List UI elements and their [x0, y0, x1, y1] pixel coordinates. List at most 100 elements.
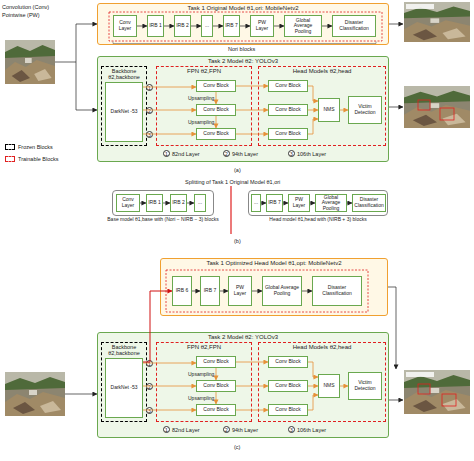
layer-block: Conv Block — [196, 128, 236, 140]
flow-arrow — [236, 134, 268, 135]
legend-text: Frozen Blocks — [18, 144, 53, 150]
block-label: Conv Block — [202, 107, 229, 113]
block-label: Victim Detection — [349, 380, 381, 391]
block-label: Conv Block — [274, 407, 301, 413]
flow-arrow — [187, 203, 194, 204]
flow-arrow — [308, 86, 318, 101]
flow-arrow — [347, 203, 352, 204]
flow-arrow — [143, 110, 196, 111]
annotation-text: (b) — [234, 238, 241, 244]
callout-number: 1 — [163, 426, 170, 433]
flow-arrow — [216, 392, 217, 404]
flow-arrow — [310, 203, 315, 204]
flow-arrow — [213, 26, 223, 27]
detection-box — [418, 384, 430, 394]
callout-number: 1 — [146, 84, 153, 91]
flow-arrow — [240, 26, 250, 27]
layer-block: ... — [194, 194, 206, 212]
block-label: Conv Block — [274, 359, 301, 365]
block-label: PW Layer — [251, 20, 273, 31]
layer-block: Conv Block — [268, 356, 308, 368]
flow-arrow — [340, 386, 348, 387]
split-line — [230, 186, 231, 234]
layer-block: Global Average Pooling — [284, 15, 322, 37]
block-label: IRB 1 — [148, 23, 163, 29]
layer-block: Disaster Classification — [332, 15, 376, 37]
legend-swatch — [5, 144, 15, 150]
annotation-text: Nori blocks — [228, 46, 255, 52]
layer-block: Conv Layer — [116, 194, 140, 212]
layer-block: Conv Block — [268, 104, 308, 116]
flow-arrow — [283, 203, 288, 204]
trainable-group: FPN θ2,FPNConv BlockConv BlockConv Block — [156, 342, 252, 422]
flow-arrow — [143, 410, 196, 411]
input-photo — [5, 372, 65, 416]
block-label: Conv Layer — [117, 197, 139, 208]
callout-number: 3 — [146, 407, 153, 414]
flow-arrow — [220, 291, 228, 292]
input-arrow — [55, 24, 97, 62]
class-banner — [406, 372, 434, 377]
flow-arrow — [192, 291, 200, 292]
block-label: ... — [197, 200, 203, 206]
flow-arrow — [143, 363, 196, 364]
layer-block: Conv Layer — [113, 15, 137, 37]
flow-arrow — [308, 386, 318, 387]
annotation-text: Pointwise (PW) — [2, 12, 40, 18]
block-label: Global Average Pooling — [263, 285, 301, 296]
split-group: Base model θ1,base with (Nori − NIRB − 3… — [112, 190, 214, 216]
layer-block: Conv Block — [196, 80, 236, 92]
block-label: Conv Block — [274, 383, 301, 389]
layer-block: PW Layer — [250, 15, 274, 37]
callout-number: 3 — [288, 426, 295, 433]
legend-swatch — [5, 156, 15, 162]
group-title: Head Models θ2,head — [259, 68, 385, 75]
annotation-text: 106th Layer — [297, 427, 326, 433]
flow-arrow — [322, 26, 332, 27]
layer-block: IRB 1 — [146, 194, 163, 212]
layer-block: PW Layer — [228, 276, 252, 306]
output-photo — [404, 2, 470, 42]
legend-text: Trainable Blocks — [18, 156, 58, 162]
block-label: DarkNet -53 — [110, 385, 139, 391]
callout-number: 2 — [146, 383, 153, 390]
layer-block: IRB 1 — [147, 15, 164, 37]
layer-block: NMS — [318, 98, 340, 122]
frozen-group: Backbone θ2,backboneDarkNet -53 — [101, 342, 147, 422]
class-banner — [406, 4, 434, 9]
layer-block: Conv Block — [268, 80, 308, 92]
detection-box — [418, 100, 430, 110]
output-arrow — [388, 287, 396, 369]
annotation-text: Splitting of Task 1 Original Model θ1,or… — [185, 179, 280, 185]
edge-label: Upsampling — [188, 119, 214, 125]
layer-block: Global Average Pooling — [262, 276, 302, 306]
block-label: Conv Block — [202, 383, 229, 389]
annotation-text: Convolution (Conv) — [2, 4, 49, 10]
block-label: IRB 1 — [147, 200, 162, 206]
flow-arrow — [236, 86, 268, 87]
frozen-group: Backbone θ2,backboneDarkNet -53 — [101, 66, 147, 146]
flow-arrow — [216, 116, 217, 128]
block-label: IRB 6 — [175, 288, 190, 294]
split-group: Head model θ1,head with (NIRB + 3) block… — [248, 190, 388, 216]
model-box: Task 2 Model θ2: YOLOv3Backbone θ2,backb… — [97, 332, 389, 438]
layer-block: Global Average Pooling — [315, 194, 347, 212]
input-arrow — [65, 394, 97, 395]
layer-block: IRB 2 — [174, 15, 191, 37]
model-box: Task 1 Original Model θ1,ori: MobileNetv… — [97, 3, 389, 45]
annotation-text: 82nd Layer — [172, 151, 200, 157]
layer-block: Conv Block — [196, 380, 236, 392]
callout-number: 2 — [223, 426, 230, 433]
detection-box — [440, 108, 454, 120]
output-photo — [404, 86, 470, 128]
block-label: IRB 7 — [203, 288, 218, 294]
flow-arrow — [236, 110, 268, 111]
edge-label: Upsampling — [188, 371, 214, 377]
layer-block: Victim Detection — [348, 372, 382, 400]
output-arrow — [389, 24, 403, 25]
layer-block: ... — [251, 194, 261, 212]
output-photo — [404, 370, 470, 414]
callout-number: 2 — [146, 107, 153, 114]
layer-block: DarkNet -53 — [105, 82, 143, 142]
